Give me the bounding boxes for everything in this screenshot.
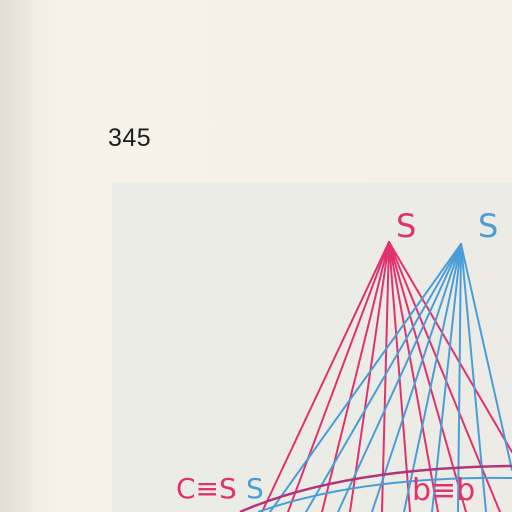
page-number: 345 [108, 124, 152, 152]
pink-ray [261, 241, 390, 512]
print-through-area [112, 183, 512, 512]
label-b-equals-b: b≡b [412, 473, 475, 508]
blue-ray [460, 243, 512, 471]
blue-ray [337, 243, 462, 512]
label-s-blue: S [246, 472, 264, 505]
blue-cone-rays [269, 243, 512, 512]
blue-ray [457, 243, 462, 512]
blue-ray [371, 243, 462, 512]
pink-ray [349, 241, 390, 512]
blue-ray [460, 243, 487, 512]
pink-ray [388, 241, 439, 512]
blue-ray [269, 243, 462, 512]
blue-ray [431, 243, 462, 512]
apex-label-blue: S [478, 207, 498, 245]
blue-ray [403, 243, 462, 512]
pink-ray [381, 241, 390, 512]
apex-label-pink: S [396, 207, 416, 245]
blue-ray [305, 243, 462, 512]
blue-base-arc [257, 476, 512, 512]
pink-ray [287, 241, 390, 512]
label-c-equals-s: C≡S [176, 472, 237, 505]
pink-cone-rays [261, 241, 512, 512]
pink-base-arc [239, 464, 512, 512]
page-gutter-shadow [0, 0, 40, 512]
